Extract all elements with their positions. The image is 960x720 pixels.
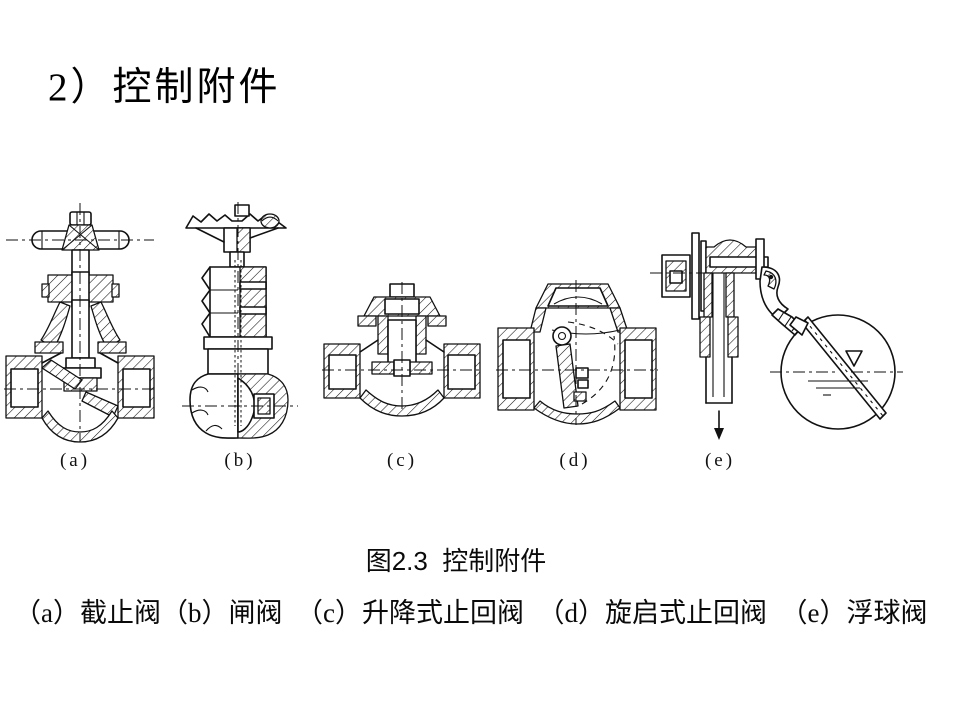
slide-title: 2）控制附件 — [48, 66, 281, 109]
flow-arrow-icon — [714, 428, 724, 440]
swing-check-body — [497, 327, 657, 425]
lift-check-body — [322, 339, 482, 417]
figure-label-c: (c) — [386, 450, 418, 471]
water-level-icon — [845, 350, 863, 367]
float-valve-downpipe — [699, 272, 739, 440]
figure-label-a: (a) — [59, 450, 91, 471]
swing-check-cap — [529, 283, 629, 333]
figure-label-e: (e) — [704, 450, 736, 471]
float-valve-mount — [650, 232, 710, 320]
gate-valve-drawing — [182, 202, 298, 439]
figure-label-b: (b) — [224, 450, 256, 471]
gate-valve-handwheel — [185, 204, 287, 253]
figure-legend: （a）截止阀（b）闸阀 （c）升降式止回阀 （d）旋启式止回阀 （e）浮球阀 — [14, 598, 928, 628]
globe-valve-drawing — [4, 203, 156, 443]
float-valve-drawing — [650, 232, 903, 440]
figure-caption: 图2.3 控制附件 — [365, 546, 547, 576]
figure-label-d: (d) — [559, 450, 591, 471]
float-valve-body — [705, 238, 803, 336]
lift-check-valve-drawing — [322, 282, 482, 417]
float-ball — [770, 314, 903, 430]
swing-check-valve-drawing — [496, 280, 658, 425]
swing-check-disc — [552, 321, 619, 409]
gate-valve-stem-nuts — [201, 251, 267, 338]
